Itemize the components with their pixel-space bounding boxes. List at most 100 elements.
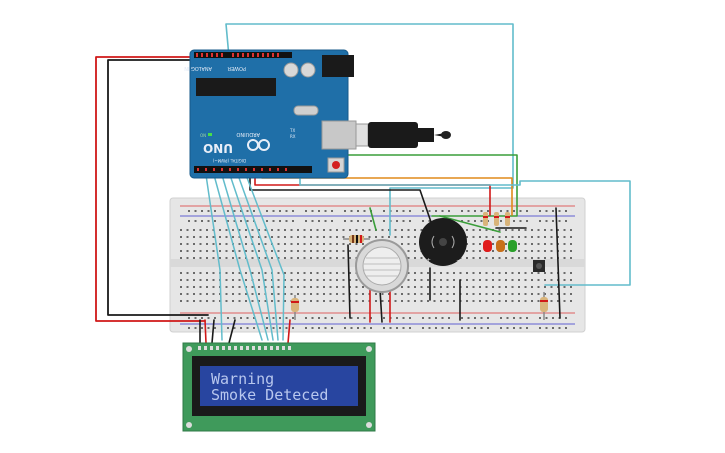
breadboard-hole [375,293,377,295]
breadboard-hole [318,317,320,319]
breadboard-hole [201,317,203,319]
breadboard-hole [518,279,520,281]
breadboard-hole [271,236,273,238]
breadboard-hole [279,327,281,329]
on-label: ON [200,133,206,138]
breadboard-hole [292,327,294,329]
breadboard-hole [290,243,293,245]
lcd-screen [200,366,358,406]
breadboard-hole [284,293,286,295]
breadboard-hole [466,293,468,295]
breadboard-hole [466,272,468,274]
resistor-bottom-right[interactable] [540,292,548,320]
breadboard-hole [305,210,307,212]
breadboard-hole [212,300,215,302]
breadboard-hole [271,279,273,281]
breadboard-hole [279,317,281,319]
breadboard-hole [272,327,275,329]
breadboard-hole [466,243,468,245]
breadboard-hole [363,210,366,212]
breadboard-hole [303,243,306,245]
breadboard-hole [311,210,314,212]
breadboard-hole [441,327,444,329]
breadboard-hole [277,250,280,252]
breadboard-hole [193,257,195,259]
breadboard-hole [206,257,208,259]
breadboard-hole [212,279,215,281]
rx-label: RX [290,134,296,139]
breadboard-hole [331,327,333,329]
breadboard-hole [318,220,320,222]
breadboard-hole [570,229,572,231]
push-button[interactable] [533,260,545,272]
breadboard-hole [420,286,423,288]
led-red[interactable] [483,240,492,252]
breadboard-hole [485,229,488,231]
breadboard-hole [219,300,221,302]
breadboard-hole [193,229,195,231]
breadboard-hole [212,293,215,295]
breadboard-hole [297,257,299,259]
breadboard-hole [531,243,533,245]
breadboard-hole [336,300,338,302]
breadboard-hole [193,286,195,288]
breadboard-hole [316,279,319,281]
resistor-lcd[interactable] [291,295,299,320]
breadboard-hole [240,317,242,319]
led-green[interactable] [508,240,517,252]
breadboard-hole [407,279,410,281]
breadboard-hole [363,317,366,319]
piezo-buzzer[interactable]: + − [419,218,467,266]
breadboard-hole [519,317,522,319]
breadboard-hole [539,210,541,212]
breadboard-hole [214,317,216,319]
breadboard-hole [498,229,501,231]
breadboard-hole [285,327,288,329]
breadboard-hole [539,220,541,222]
breadboard-hole [485,257,488,259]
breadboard-hole [467,210,470,212]
breadboard-hole [258,286,260,288]
uno-label: UNO [203,141,233,155]
breadboard-hole [284,300,286,302]
breadboard-hole [381,293,384,295]
breadboard-hole [245,243,247,245]
breadboard-hole [305,317,307,319]
breadboard-hole [446,286,449,288]
breadboard-hole [557,286,559,288]
led-orange[interactable] [496,240,505,252]
breadboard-hole [206,229,208,231]
breadboard-hole [344,220,346,222]
breadboard-hole [251,250,254,252]
wire-cyan-top-loop [225,23,514,236]
breadboard-hole [526,220,528,222]
breadboard-hole [402,220,405,222]
breadboard-hole [342,293,345,295]
breadboard-hole [251,229,254,231]
breadboard-hole [316,293,319,295]
breadboard-hole [428,327,431,329]
wires [95,23,631,344]
breadboard-hole [284,236,286,238]
breadboard-hole [537,229,540,231]
breadboard-hole [441,210,444,212]
breadboard-hole [506,327,509,329]
breadboard-hole [550,250,553,252]
breadboard-hole [492,236,494,238]
breadboard-hole [323,293,325,295]
breadboard-hole [492,286,494,288]
arduino-uno[interactable]: ANALOG IN POWER UNO ARDUINO ON TX RX [184,49,357,179]
lcd-module[interactable]: Warning Smoke Deteced [182,342,376,432]
breadboard-hole [518,293,520,295]
breadboard-hole [199,286,202,288]
breadboard-hole [225,279,228,281]
breadboard-hole [199,236,202,238]
gas-sensor[interactable] [355,239,409,293]
breadboard-hole [180,300,182,302]
breadboard-hole [414,286,416,288]
usb-cable-icon [355,122,451,148]
breadboard-hole [466,236,468,238]
wire-lcd-red1 [204,319,207,344]
resistor-left[interactable] [343,235,370,243]
breadboard-hole [188,220,190,222]
